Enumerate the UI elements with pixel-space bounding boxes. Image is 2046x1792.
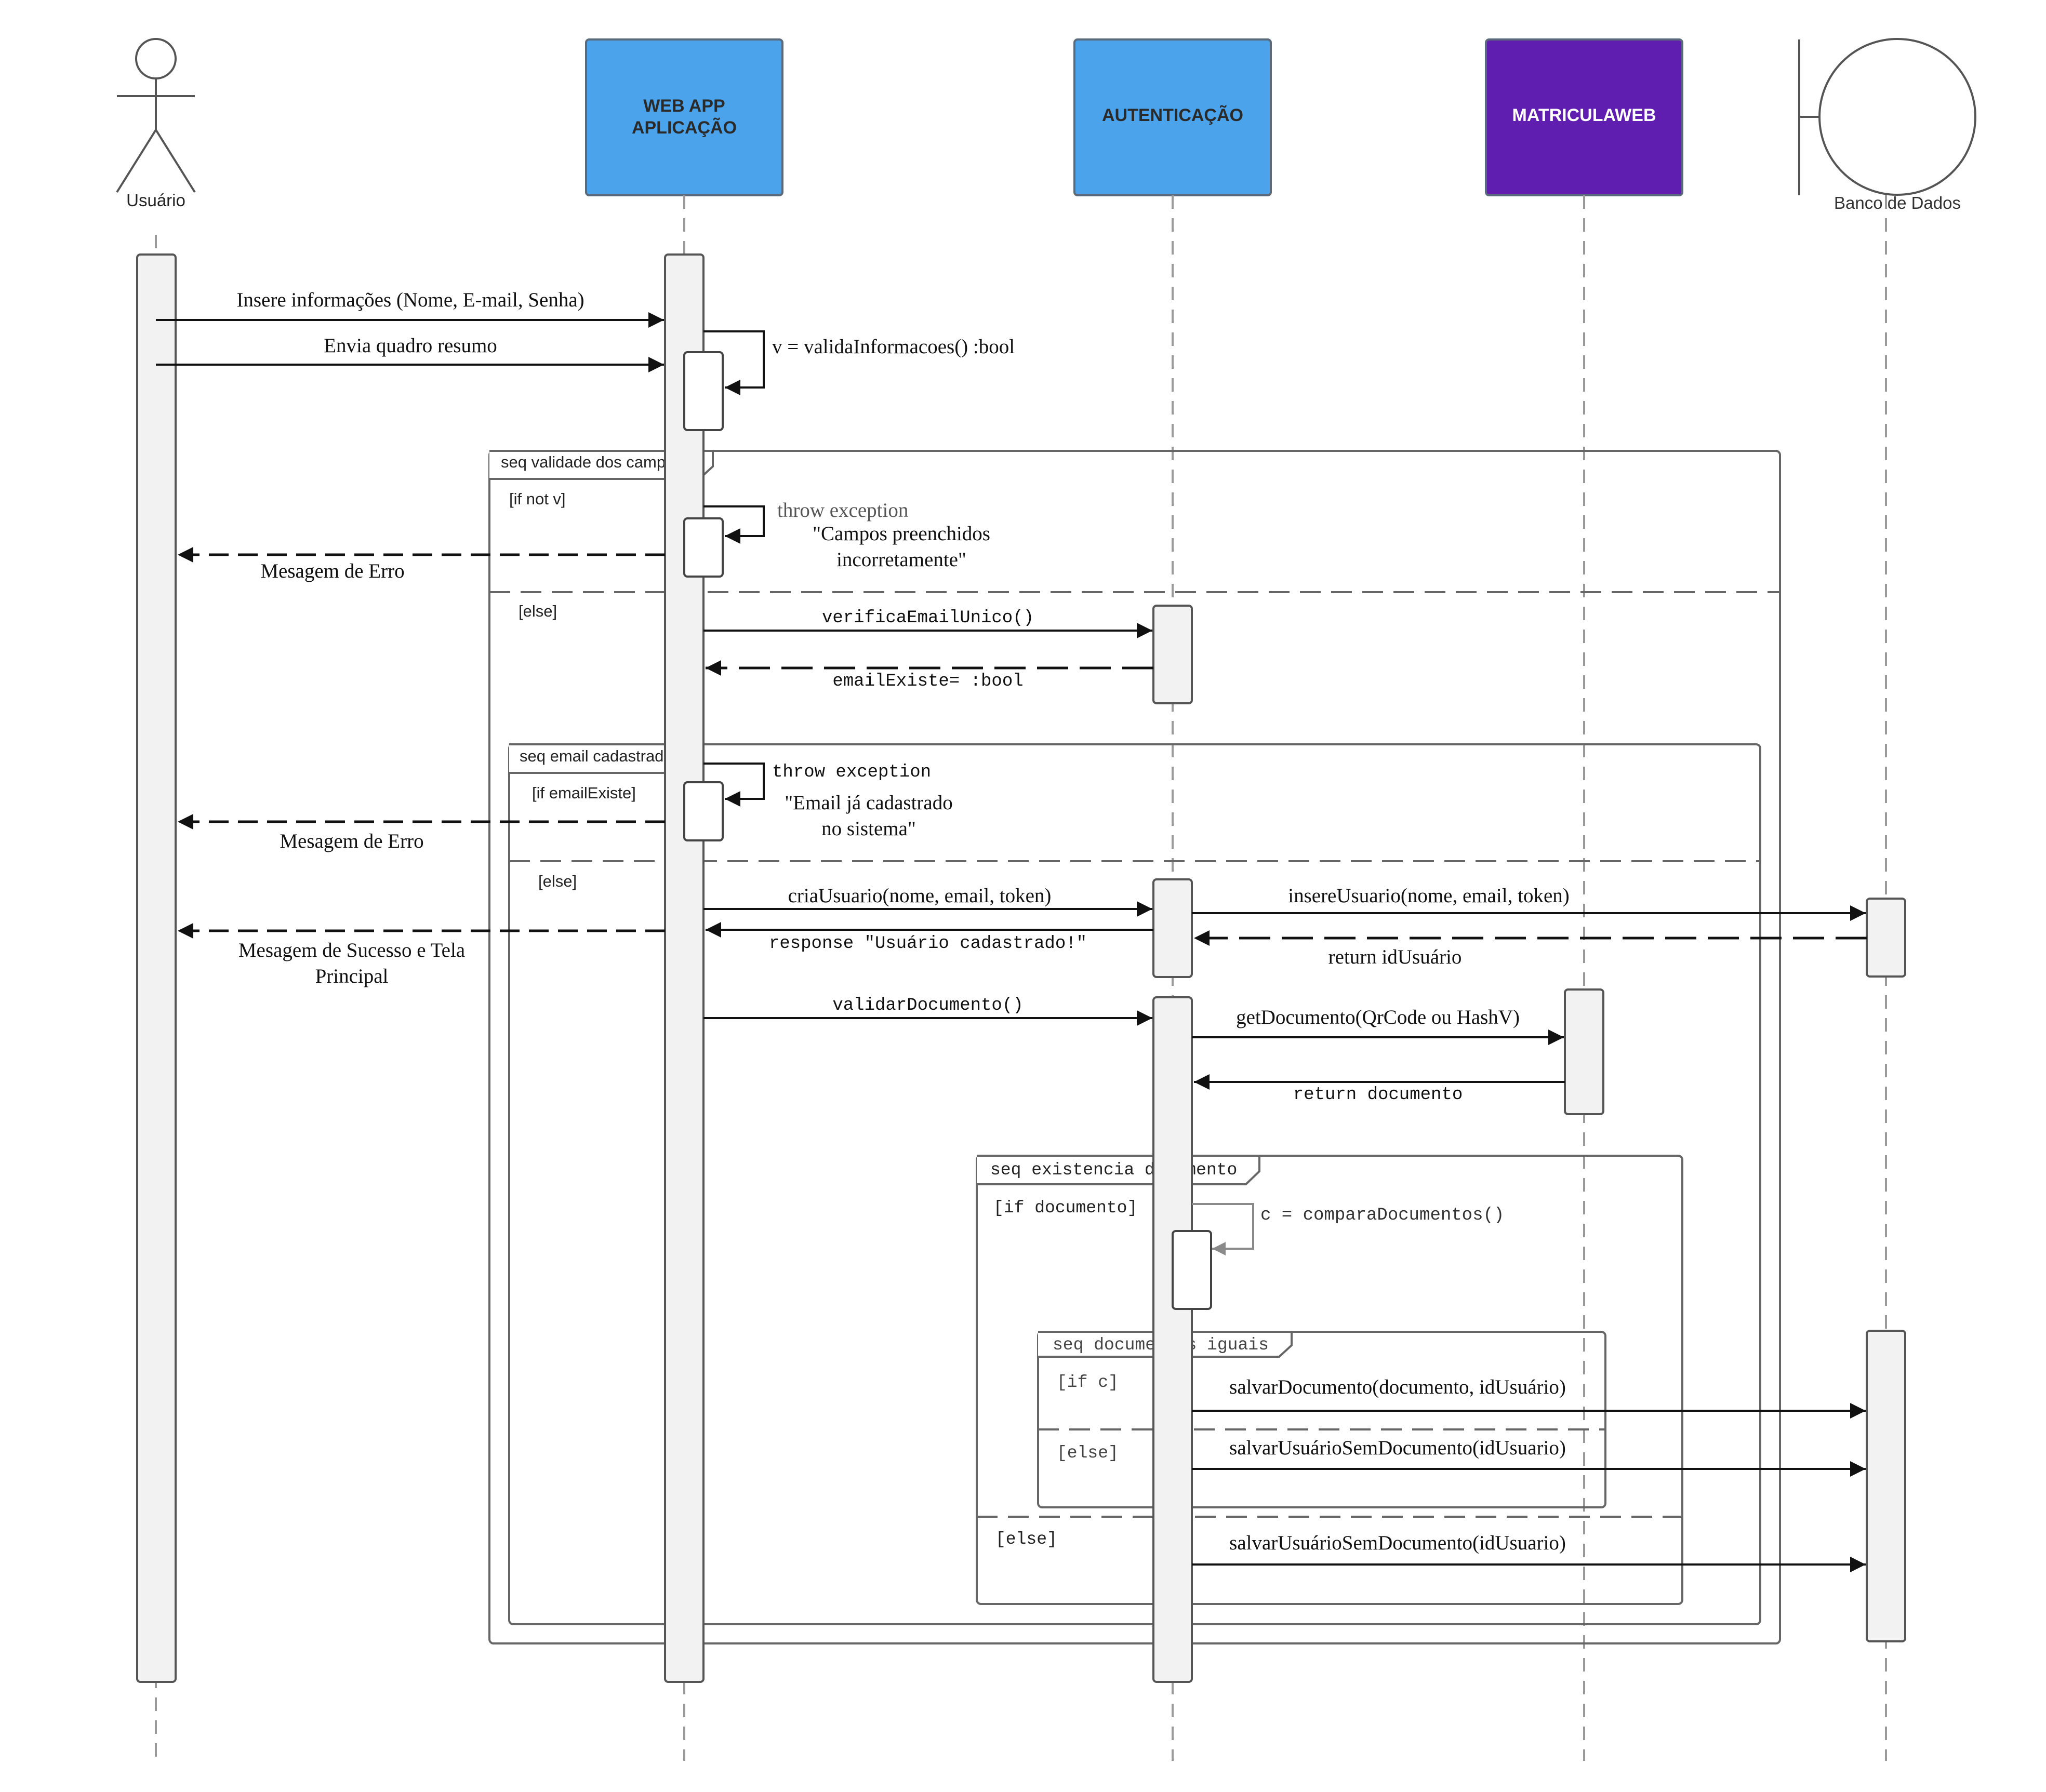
database-participant-label: Banco de Dados xyxy=(1834,193,1961,212)
msg-label-response-cadastrado: response "Usuário cadastrado!" xyxy=(769,934,1087,954)
msg-label-insere-info: Insere informações (Nome, E-mail, Senha) xyxy=(236,289,584,311)
msg-label-return-documento: return documento xyxy=(1293,1085,1463,1105)
frame-validade-if-guard: [if not v] xyxy=(509,490,566,508)
msg-label-sucesso-line1: Mesagem de Sucesso e Tela xyxy=(238,939,465,961)
msg-label-salvar-sem-doc-1: salvarUsuárioSemDocumento(idUsuario) xyxy=(1229,1437,1566,1459)
user-actor-icon xyxy=(116,38,196,193)
auth-activation-cria xyxy=(1152,878,1193,978)
msg-label-email-cad-line2: no sistema" xyxy=(821,818,916,840)
web-app-label-line2: APLICAÇÃO xyxy=(632,118,737,138)
frame-email-else-guard: [else] xyxy=(538,872,577,890)
msg-label-verifica-email: verificaEmailUnico() xyxy=(822,608,1034,628)
msg-label-erro-1: Mesagem de Erro xyxy=(260,560,404,582)
auth-self-activation-compara xyxy=(1172,1230,1212,1310)
msg-arrow-valida-info xyxy=(703,330,765,395)
web-app-participant-box xyxy=(585,38,783,196)
database-activation-salvar xyxy=(1866,1330,1906,1642)
web-app-self-activation-throw-1 xyxy=(683,517,724,578)
frame-email-title: seq email cadastrado xyxy=(520,747,673,765)
auth-activation-verifica xyxy=(1152,605,1193,704)
frame-email-if-guard: [if emailExiste] xyxy=(532,784,636,802)
lifelines xyxy=(155,195,1887,1761)
msg-label-campos-line1: "Campos preenchidos xyxy=(813,523,990,545)
matriculaweb-activation xyxy=(1564,988,1604,1115)
frame-email-cadastrado xyxy=(508,743,1761,1625)
msg-label-email-existe: emailExiste= :bool xyxy=(832,672,1023,691)
msg-label-cria-usuario: criaUsuario(nome, email, token) xyxy=(788,885,1052,907)
msg-arrow-throw-exception-2 xyxy=(703,763,765,807)
msg-label-return-id: return idUsuário xyxy=(1328,946,1462,968)
msg-label-sucesso-line2: Principal xyxy=(315,965,389,987)
msg-label-envia-quadro: Envia quadro resumo xyxy=(324,335,497,357)
frame-documentos-iguais xyxy=(1037,1331,1606,1508)
msg-label-throw-exception-2: throw exception xyxy=(772,763,931,782)
msg-label-get-documento: getDocumento(QrCode ou HashV) xyxy=(1236,1006,1520,1028)
activation-bars xyxy=(136,253,1906,1683)
msg-arrow-compara-documentos xyxy=(1192,1203,1254,1255)
msg-label-valida-info: v = validaInformacoes() :bool xyxy=(772,336,1015,358)
msg-label-validar-documento: validarDocumento() xyxy=(832,996,1023,1015)
frame-validade-else-guard: [else] xyxy=(519,602,557,620)
frame-iguais-if-guard: [if c] xyxy=(1057,1373,1119,1392)
user-activation xyxy=(136,253,177,1683)
web-app-self-activation-throw-2 xyxy=(683,781,724,841)
frame-existencia-if-guard: [if documento] xyxy=(993,1198,1137,1218)
msg-label-campos-line2: incorretamente" xyxy=(836,549,966,571)
frame-iguais-else-guard: [else] xyxy=(1057,1443,1119,1463)
user-participant-label: Usuário xyxy=(126,191,185,210)
auth-activation-validar xyxy=(1152,996,1193,1683)
frame-existencia-title: seq existencia documento xyxy=(990,1160,1237,1180)
matriculaweb-participant-label: MATRICULAWEB xyxy=(1512,105,1656,125)
msg-label-insere-usuario: insereUsuario(nome, email, token) xyxy=(1288,885,1570,907)
msg-label-compara-documentos: c = comparaDocumentos() xyxy=(1260,1206,1504,1225)
frame-existencia-else-guard: [else] xyxy=(995,1530,1057,1549)
database-boundary-icon xyxy=(1798,38,1976,196)
msg-arrow-throw-exception-1 xyxy=(703,505,765,544)
msg-label-erro-2: Mesagem de Erro xyxy=(280,830,423,852)
web-app-activation xyxy=(664,253,705,1683)
frame-validade-dos-campos xyxy=(488,450,1781,1644)
web-app-self-activation-valida xyxy=(683,351,724,431)
database-activation-insere xyxy=(1866,898,1906,978)
msg-label-salvar-sem-doc-2: salvarUsuárioSemDocumento(idUsuario) xyxy=(1229,1532,1566,1554)
msg-label-throw-exception-1: throw exception xyxy=(777,499,908,521)
web-app-label-line1: WEB APP xyxy=(643,96,725,116)
self-call-activations xyxy=(683,351,1212,1310)
auth-participant-label: AUTENTICAÇÃO xyxy=(1102,105,1243,125)
frame-validade-title: seq validade dos campos xyxy=(501,453,683,471)
msg-label-email-cad-line1: "Email já cadastrado xyxy=(785,792,952,814)
msg-label-salvar-documento: salvarDocumento(documento, idUsuário) xyxy=(1229,1376,1566,1398)
